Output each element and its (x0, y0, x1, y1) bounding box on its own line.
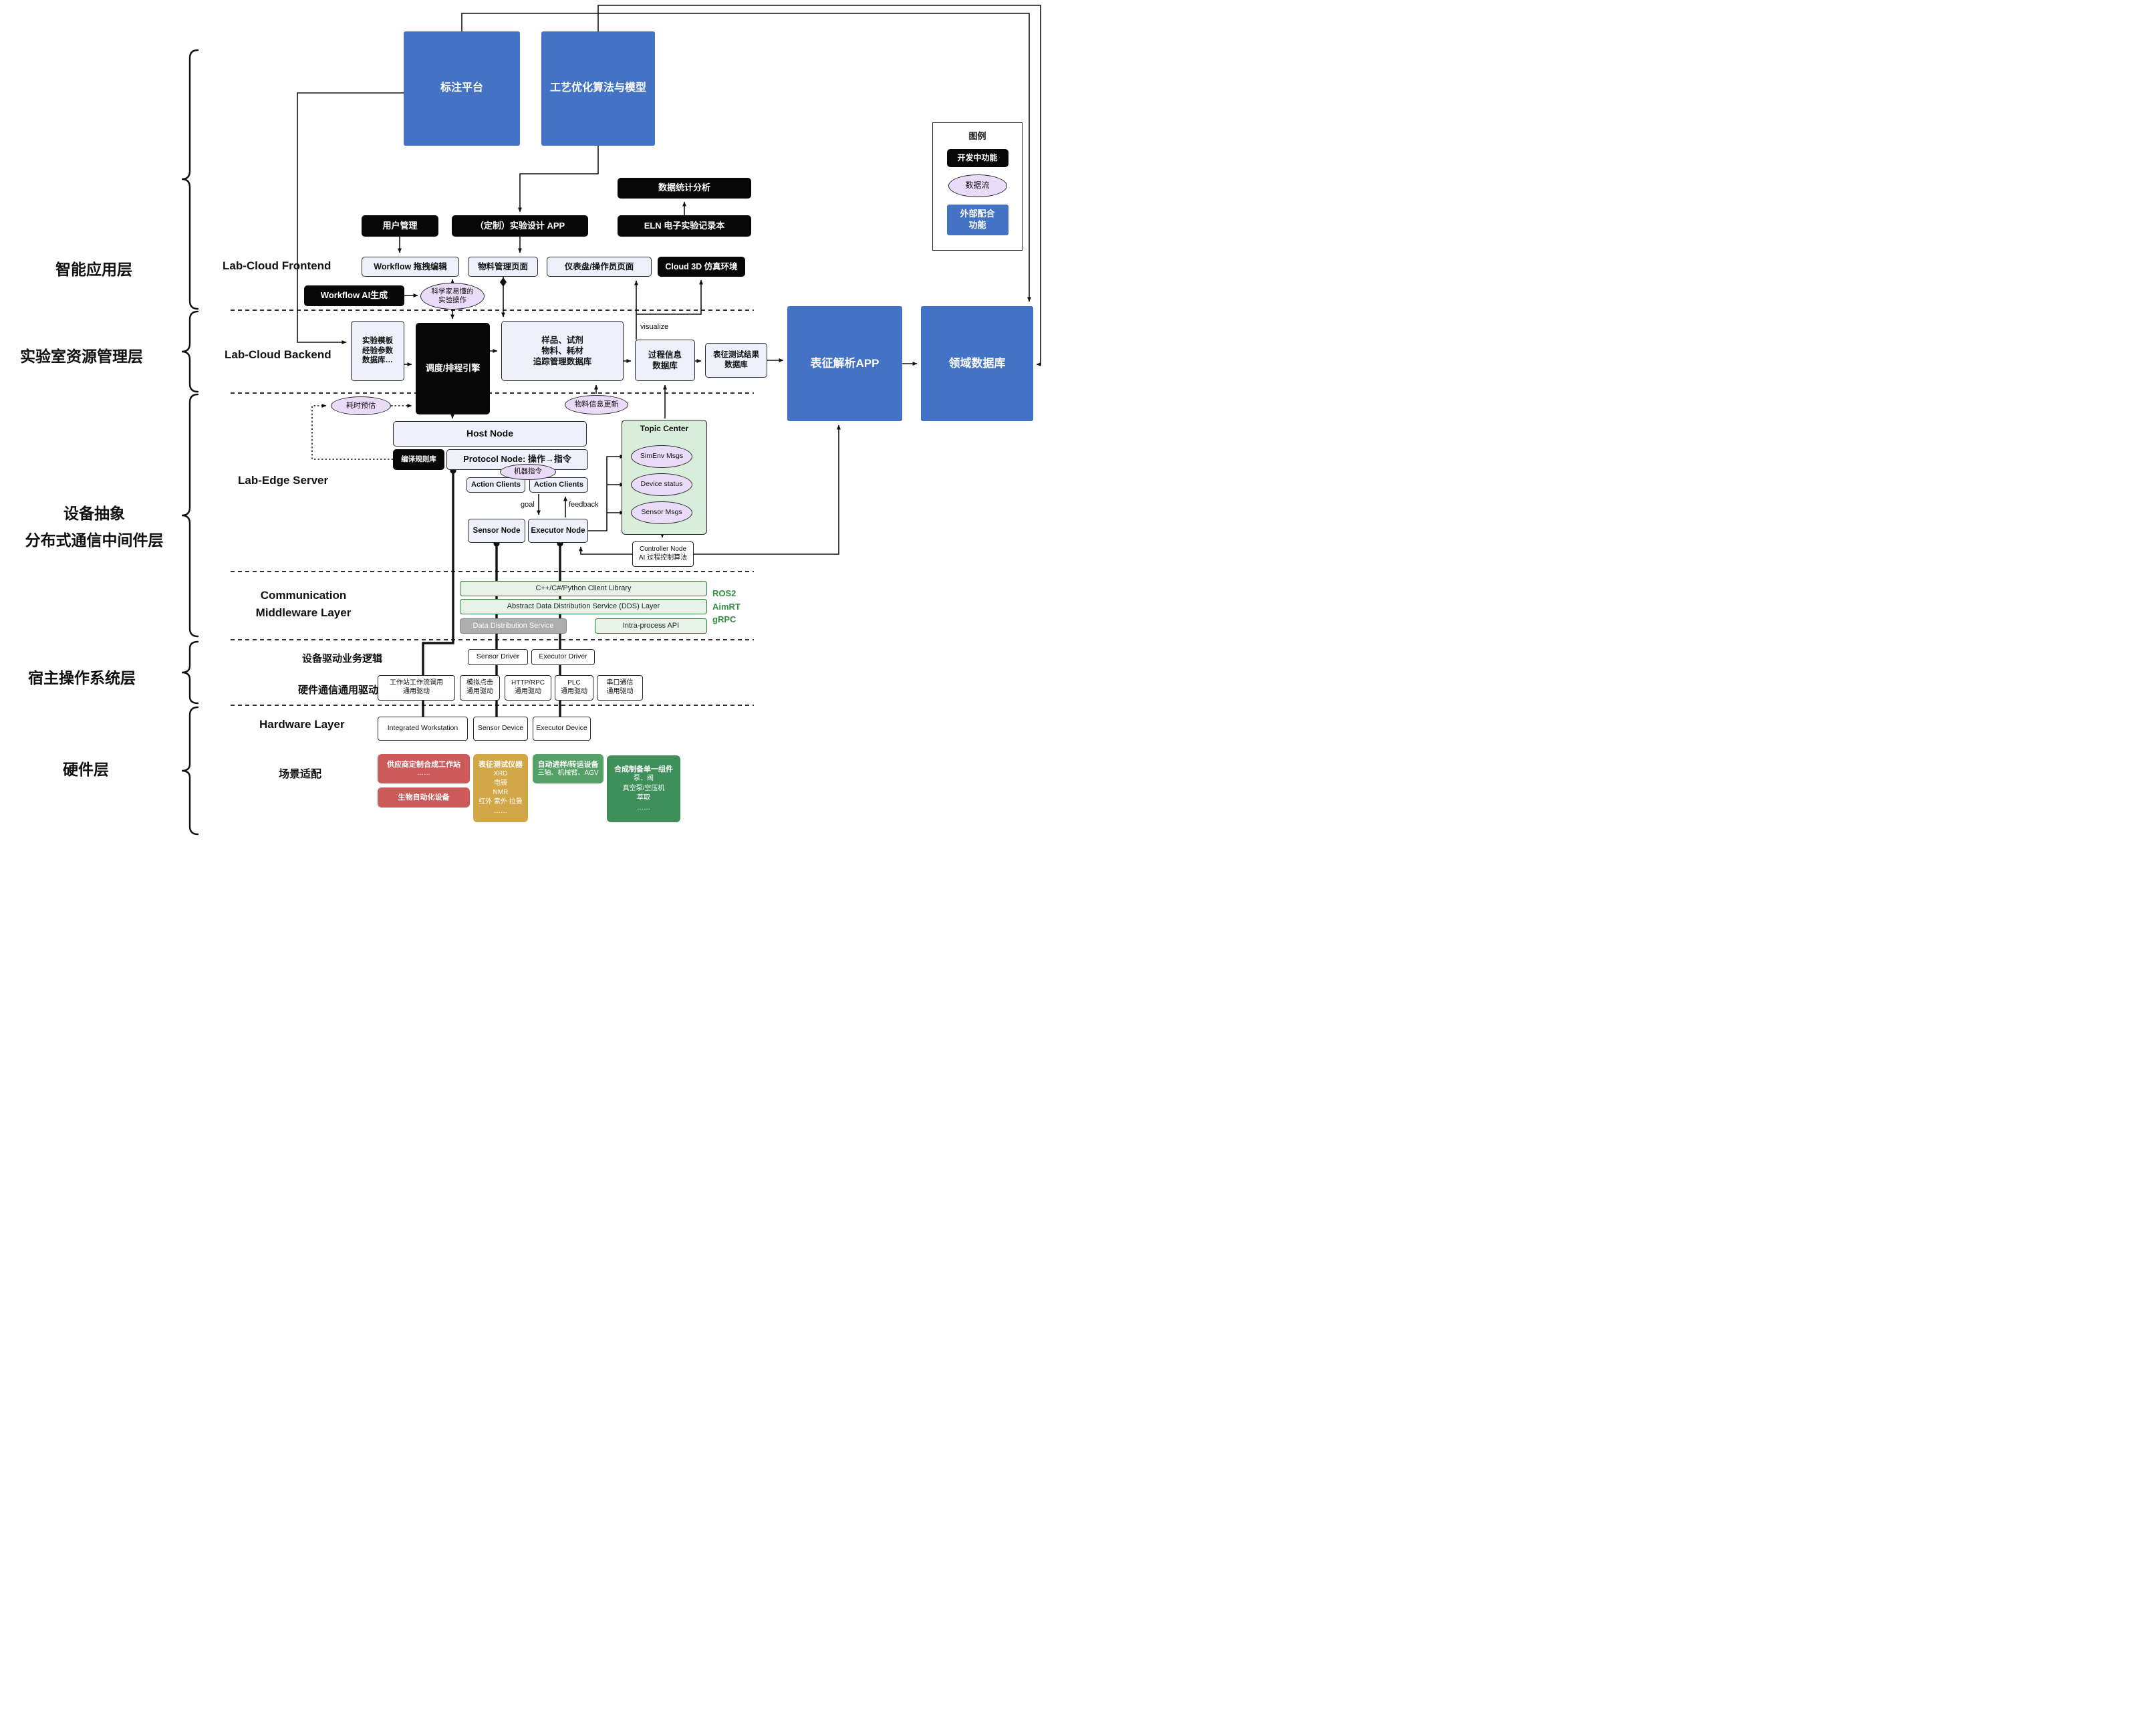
middleware-stack-label: ROS2 AimRT gRPC (712, 588, 740, 624)
integrated-workstation-box: Integrated Workstation (378, 717, 468, 741)
bio-automation-title: 生物自动化设备 (398, 793, 450, 802)
action-clients-box-1: Action Clients (466, 477, 525, 493)
host-node-box: Host Node (393, 421, 587, 447)
device-status-ellipse: Device status (631, 473, 692, 496)
characterization-instruments-items: XRD 电镜 NMR 红外 紫外 拉曼 …… (479, 770, 523, 816)
legend-dataflow-chip: 数据流 (948, 174, 1007, 197)
connector-lines (181, 5, 1041, 836)
simenv-msgs-ellipse: SimEnv Msgs (631, 445, 692, 468)
executor-driver-box: Executor Driver (531, 649, 595, 665)
dds-layer-box: Abstract Data Distribution Service (DDS)… (460, 599, 707, 614)
layer-braces (181, 49, 199, 836)
process-db-box: 过程信息 数据库 (635, 340, 695, 381)
feedback-label: feedback (569, 501, 599, 509)
client-library-box: C++/C#/Python Client Library (460, 581, 707, 596)
dashboard-page-box: 仪表盘/操作员页面 (547, 257, 652, 277)
visualize-label: visualize (640, 323, 669, 331)
sensor-node-box: Sensor Node (468, 519, 525, 543)
scheduler-box: 调度/排程引擎 (416, 323, 490, 414)
characterization-instruments-title: 表征测试仪器 (479, 760, 523, 769)
layer-label-host-os: 宿主操作系统层 (28, 669, 136, 687)
goal-label: goal (521, 501, 535, 509)
material-update-ellipse: 物料信息更新 (565, 395, 628, 414)
characterization-app-box: 表征解析APP (787, 306, 902, 421)
workflow-ai-box: Workflow AI生成 (304, 285, 404, 306)
template-db-box: 实验模板 经验参数 数据库… (351, 321, 404, 381)
workstation-driver-box: 工作站工作流调用 通用驱动 (378, 675, 455, 701)
user-management-box: 用户管理 (362, 215, 438, 237)
experiment-design-app-box: （定制）实验设计 APP (452, 215, 588, 237)
sensor-driver-box: Sensor Driver (468, 649, 528, 665)
annotation-platform-box: 标注平台 (404, 31, 520, 146)
rule-library-box: 编译规则库 (393, 449, 444, 470)
executor-device-box: Executor Device (533, 717, 591, 741)
eln-box: ELN 电子实验记录本 (618, 215, 751, 237)
sensor-device-box: Sensor Device (473, 717, 528, 741)
section-label-backend: Lab-Cloud Backend (225, 348, 331, 361)
plc-driver-box: PLC 通用驱动 (555, 675, 593, 701)
action-clients-box-2: Action Clients (529, 477, 588, 493)
cloud-3d-box: Cloud 3D 仿真环境 (658, 257, 745, 277)
scientist-ops-ellipse: 科学家易懂的 实验操作 (420, 283, 485, 310)
section-label-hardware-layer: Hardware Layer (259, 718, 345, 731)
synthesis-components-items: 泵、阀 真空泵/空压机 萃取 …… (622, 775, 665, 812)
vendor-workstation-title: 供应商定制合成工作站 (387, 760, 460, 769)
sensor-msgs-ellipse: Sensor Msgs (631, 501, 692, 524)
junction-diamond (500, 277, 507, 287)
legend-external-chip: 外部配合 功能 (946, 205, 1008, 235)
result-db-box: 表征测试结果 数据库 (705, 343, 767, 378)
intra-process-box: Intra-process API (595, 618, 707, 634)
domain-db-box: 领域数据库 (921, 306, 1033, 421)
topic-center-title: Topic Center (640, 424, 689, 433)
legend-dev-chip: 开发中功能 (946, 149, 1008, 167)
layer-label-resource: 实验室资源管理层 (20, 348, 143, 365)
layer-label-hardware: 硬件层 (63, 761, 109, 778)
dds-impl-box: Data Distribution Service (460, 618, 567, 634)
workflow-editor-box: Workflow 拖拽编辑 (362, 257, 459, 277)
synthesis-components-box: 合成制备单一组件 泵、阀 真空泵/空压机 萃取 …… (607, 755, 680, 822)
data-statistics-box: 数据统计分析 (618, 178, 751, 199)
executor-node-box: Executor Node (528, 519, 588, 543)
legend-title: 图例 (968, 131, 986, 141)
dotted-links (311, 404, 412, 460)
architecture-diagram: 智能应用层 实验室资源管理层 设备抽象 分布式通信中间件层 宿主操作系统层 硬件… (0, 0, 1049, 836)
machine-command-ellipse: 机器指令 (500, 464, 556, 480)
tracking-db-box: 样品、试剂 物料、耗材 追踪管理数据库 (501, 321, 624, 381)
section-label-edge: Lab-Edge Server (238, 474, 329, 487)
transfer-equipment-title: 自动进样/转运设备 (537, 760, 599, 769)
vendor-workstation-items: …… (417, 769, 430, 777)
layer-label-app: 智能应用层 (55, 261, 132, 278)
transfer-equipment-box: 自动进样/转运设备 三轴、机械臂、AGV (533, 754, 603, 783)
bio-automation-box: 生物自动化设备 (378, 787, 470, 808)
vendor-workstation-box: 供应商定制合成工作站 …… (378, 754, 470, 783)
section-label-hw-comm: 硬件通信通用驱动 (298, 685, 379, 696)
section-label-comm: Communication Middleware Layer (255, 589, 352, 619)
material-page-box: 物料管理页面 (468, 257, 538, 277)
serial-driver-box: 串口通信 通用驱动 (597, 675, 643, 701)
controller-node-box: Controller Node AI 过程控制算法 (632, 541, 694, 567)
section-label-scenario: 场景适配 (279, 769, 322, 780)
transfer-equipment-items: 三轴、机械臂、AGV (537, 769, 599, 777)
section-label-driver-logic: 设备驱动业务逻辑 (302, 653, 383, 664)
layer-label-middleware: 设备抽象 分布式通信中间件层 (25, 505, 164, 549)
time-estimate-ellipse: 耗时预估 (331, 396, 391, 415)
synthesis-components-title: 合成制备单一组件 (614, 765, 673, 773)
legend: 图例 开发中功能 数据流 外部配合 功能 (932, 122, 1023, 251)
http-rpc-driver-box: HTTP/RPC 通用驱动 (505, 675, 551, 701)
process-optimization-box: 工艺优化算法与模型 (541, 31, 655, 146)
section-label-frontend: Lab-Cloud Frontend (223, 259, 331, 272)
characterization-instruments-box: 表征测试仪器 XRD 电镜 NMR 红外 紫外 拉曼 …… (473, 754, 528, 822)
click-sim-driver-box: 模拟点击 通用驱动 (460, 675, 500, 701)
layer-separators (231, 310, 754, 706)
